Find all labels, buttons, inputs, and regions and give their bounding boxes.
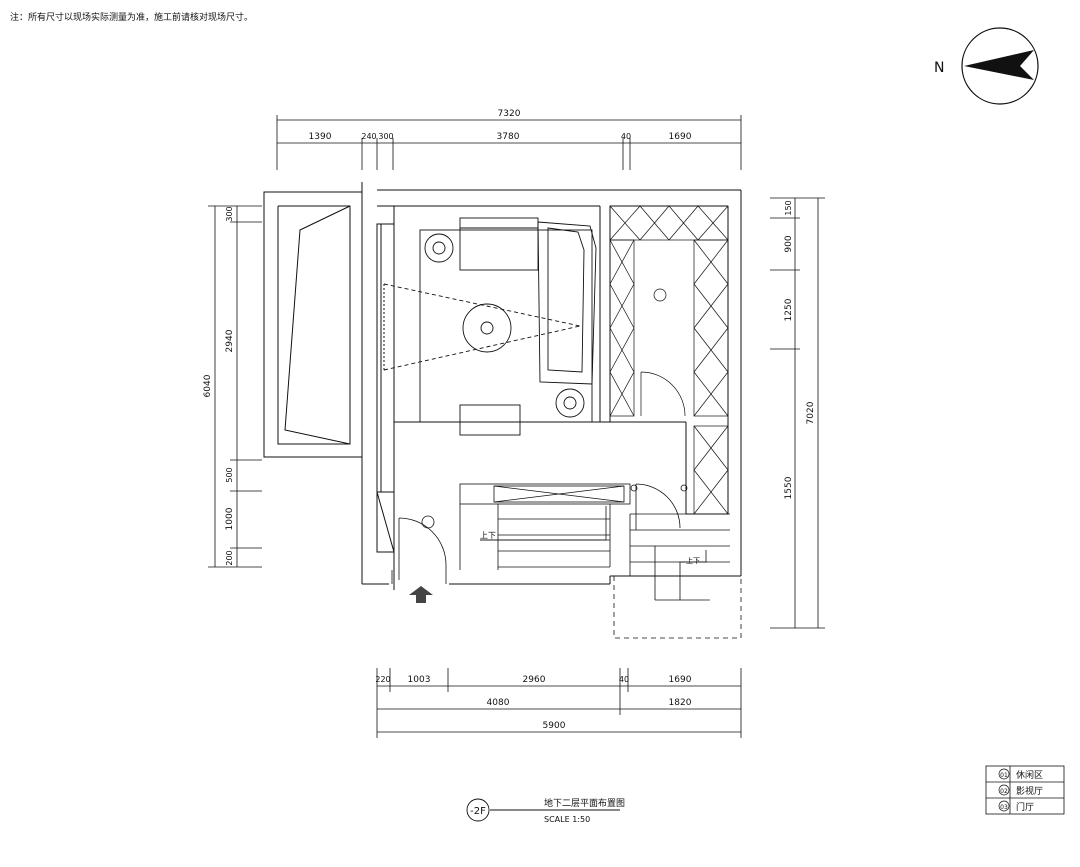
right-dimension-lines xyxy=(770,197,825,629)
north-compass-icon: N xyxy=(934,27,1039,105)
bottom-dimension-lines xyxy=(376,668,742,738)
entrance-arrow-icon xyxy=(409,586,433,603)
dim-bottom-3: 2960 xyxy=(523,675,546,685)
stairs-up-label-2: 上下 xyxy=(686,556,700,565)
dim-left-5: 200 xyxy=(225,550,234,565)
dim-left-3: 500 xyxy=(225,467,234,482)
stairs-area xyxy=(391,483,742,639)
dim-right-total: 7020 xyxy=(806,401,816,424)
top-dimension-lines xyxy=(276,115,742,170)
dim-left-total: 6040 xyxy=(203,374,213,397)
walls xyxy=(263,182,742,590)
drawing-note: 注：所有尺寸以现场实际测量为准，施工前请核对现场尺寸。 xyxy=(10,11,253,23)
dim-left-1: 300 xyxy=(225,206,234,221)
dim-top-1: 1390 xyxy=(309,132,332,142)
drawing-title: 地下二层平面布置图 xyxy=(544,797,625,809)
dim-right-3: 1250 xyxy=(784,298,794,321)
legend-num-1: 01 xyxy=(1000,772,1008,779)
dim-bottom-2: 1003 xyxy=(408,675,431,685)
legend-label-2: 影视厅 xyxy=(1016,785,1043,797)
stairs-up-label: 上下 xyxy=(480,531,496,540)
legend-label-3: 门厅 xyxy=(1016,801,1034,813)
dim-top-2: 240 xyxy=(361,132,376,141)
dim-bottom-6: 4080 xyxy=(487,698,510,708)
dim-right-4: 1550 xyxy=(784,476,794,499)
legend-num-2: 02 xyxy=(1000,788,1008,795)
compass-label: N xyxy=(934,60,944,76)
legend-num-3: 03 xyxy=(1000,804,1008,811)
dim-left-2: 2940 xyxy=(225,329,235,352)
dim-top-total: 7320 xyxy=(498,109,521,119)
room-legend: 01 休闲区 02 影视厅 03 门厅 xyxy=(985,765,1065,815)
left-dimension-lines xyxy=(208,205,262,568)
drawing-scale: SCALE 1:50 xyxy=(544,815,590,824)
dim-right-1: 150 xyxy=(784,200,793,215)
dim-bottom-total: 5900 xyxy=(543,721,566,731)
dim-top-6: 1690 xyxy=(669,132,692,142)
dim-top-4: 3780 xyxy=(497,132,520,142)
legend-label-1: 休闲区 xyxy=(1016,769,1043,781)
dim-bottom-1: 220 xyxy=(375,675,390,684)
drawing-tag: -2F xyxy=(470,806,486,817)
storage-cabinets xyxy=(609,205,729,515)
title-block: -2F 地下二层平面布置图 SCALE 1:50 xyxy=(466,797,625,824)
dim-bottom-7: 1820 xyxy=(669,698,692,708)
dim-bottom-5: 1690 xyxy=(669,675,692,685)
dim-bottom-4: 40 xyxy=(619,675,629,684)
dim-top-5: 40 xyxy=(621,132,631,141)
dim-left-4: 1000 xyxy=(225,507,235,530)
media-room xyxy=(383,217,597,436)
dim-top-3: 300 xyxy=(378,132,393,141)
dim-right-2: 900 xyxy=(784,235,794,252)
